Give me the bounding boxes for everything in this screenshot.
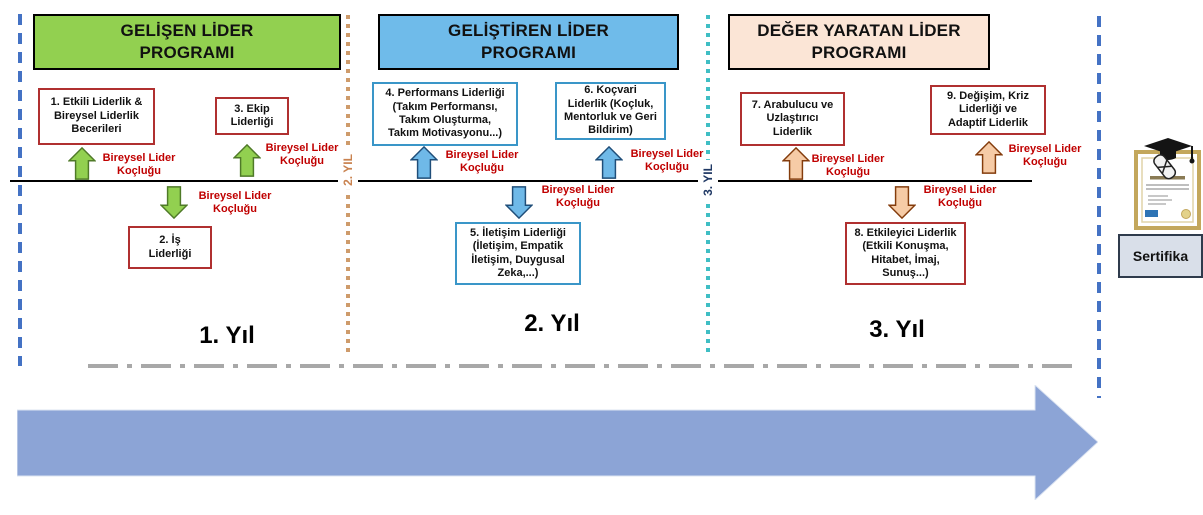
topic-box-8: 8. Etkileyici Liderlik (Etkili Konuşma, … [845,222,966,285]
timeline-arrow-icon [16,383,1099,505]
year-1-label: 1. Yıl [199,322,255,349]
coaching-label: Bireysel Lider Koçluğu [630,148,704,174]
topic-box-2: 2. İş Liderliği [128,226,212,269]
topic-box-3: 3. Ekip Liderliği [215,97,289,135]
topic-box-9: 9. Değişim, Kriz Liderliği ve Adaptif Li… [930,85,1046,135]
up-arrow-icon [68,147,96,180]
diploma-icon [1153,154,1177,180]
up-arrow-icon [975,141,1003,174]
topic-box-1: 1. Etkili Liderlik & Bireysel Liderlik B… [38,88,155,145]
year-2-label: 2. Yıl [524,310,580,337]
certificate-icon [1133,136,1203,239]
coaching-label: Bireysel Lider Koçluğu [541,184,615,210]
certificate-label: Sertifika [1118,234,1203,278]
coaching-label: Bireysel Lider Koçluğu [102,152,176,178]
coaching-label: Bireysel Lider Koçluğu [1008,143,1082,169]
coaching-label: Bireysel Lider Koçluğu [811,153,885,179]
timeline-axis [10,180,1032,182]
topic-box-4: 4. Performans Liderliği (Takım Performan… [372,82,518,146]
coaching-label: Bireysel Lider Koçluğu [923,184,997,210]
down-arrow-icon [888,186,916,219]
up-arrow-icon [233,144,261,177]
down-arrow-icon [160,186,188,219]
dashdot-separator-line [88,364,1076,368]
up-arrow-icon [782,147,810,180]
topic-box-7: 7. Arabulucu ve Uzlaştırıcı Liderlik [740,92,845,146]
coaching-label: Bireysel Lider Koçluğu [445,149,519,175]
topic-box-6: 6. Koçvari Liderlik (Koçluk, Mentorluk v… [555,82,666,140]
header-gelistiren-lider: GELİŞTİREN LİDER PROGRAMI [378,14,679,70]
topic-box-5: 5. İletişim Liderliği (İletişim, Empatik… [455,222,581,285]
left-dashed-border [18,14,22,366]
header-deger-yaratan-lider: DEĞER YARATAN LİDER PROGRAMI [728,14,990,70]
right-dashed-border [1097,16,1101,398]
coaching-label: Bireysel Lider Koçluğu [265,142,339,168]
down-arrow-icon [505,186,533,219]
up-arrow-icon [595,146,623,179]
year-3-label: 3. Yıl [869,316,925,343]
coaching-label: Bireysel Lider Koçluğu [198,190,272,216]
up-arrow-icon [410,146,438,179]
header-gelisen-lider: GELİŞEN LİDER PROGRAMI [33,14,341,70]
